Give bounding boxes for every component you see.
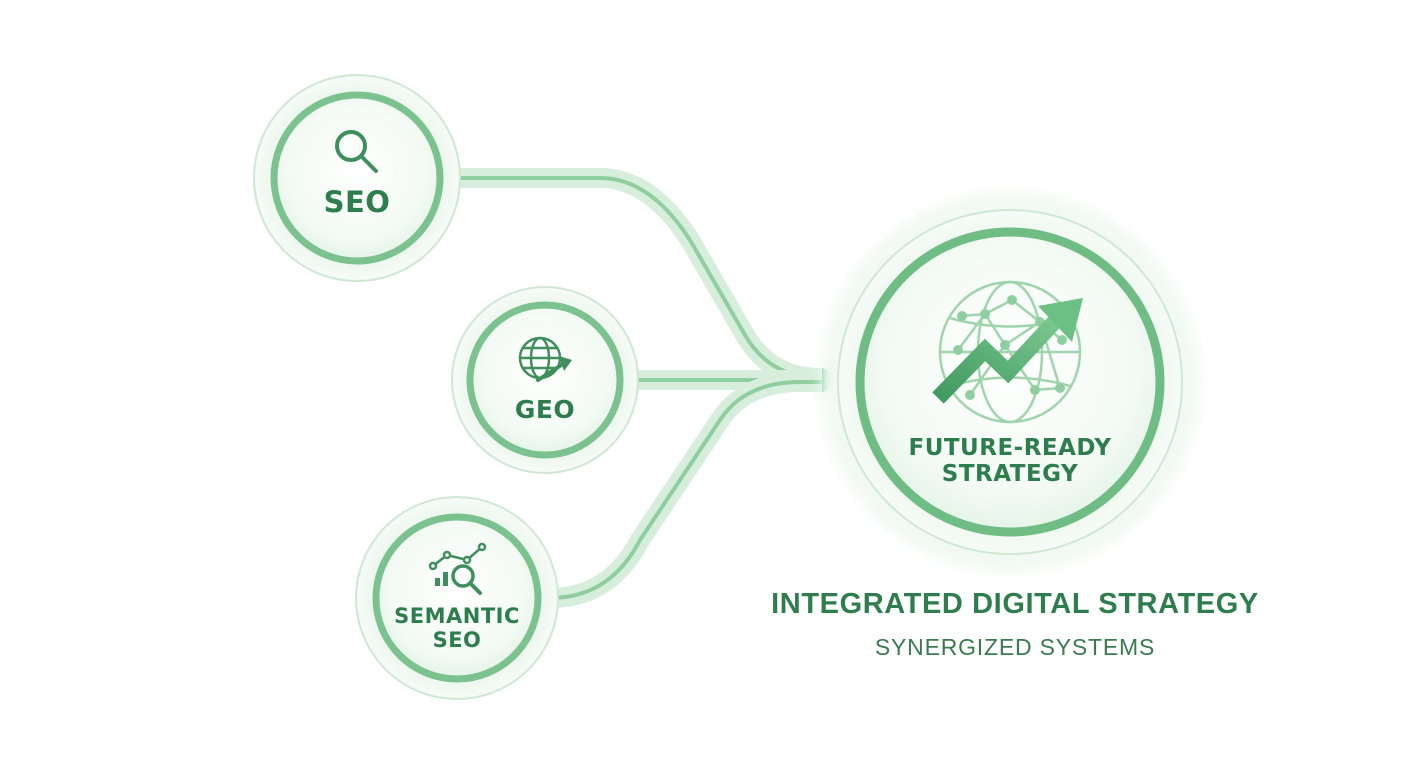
geo-label: GEO (514, 395, 576, 424)
node-seo (253, 74, 461, 282)
node-future-ready (820, 192, 1200, 572)
node-geo (451, 286, 639, 474)
semantic-seo-label-line2: SEO (432, 628, 482, 653)
magnifier-icon (335, 130, 378, 173)
network-globe-growth-arrow-icon (932, 280, 1083, 424)
future-ready-label: FUTURE-READY STRATEGY (870, 435, 1150, 488)
semantic-seo-label: SEMANTIC SEO (377, 604, 537, 652)
node-semantic-seo (355, 496, 559, 700)
future-ready-label-line2: STRATEGY (941, 461, 1079, 488)
connectors (445, 168, 860, 608)
future-ready-label-line1: FUTURE-READY (908, 435, 1112, 461)
diagram-caption-subtitle: SYNERGIZED SYSTEMS (874, 634, 1156, 660)
chart-magnifier-icon (428, 542, 487, 595)
diagram-caption-title: INTEGRATED DIGITAL STRATEGY (771, 588, 1259, 620)
connector-semantic-core (548, 380, 852, 600)
semantic-seo-label-line1: SEMANTIC (394, 604, 520, 628)
globe-arrow-icon (518, 336, 572, 382)
seo-label: SEO (323, 185, 391, 219)
